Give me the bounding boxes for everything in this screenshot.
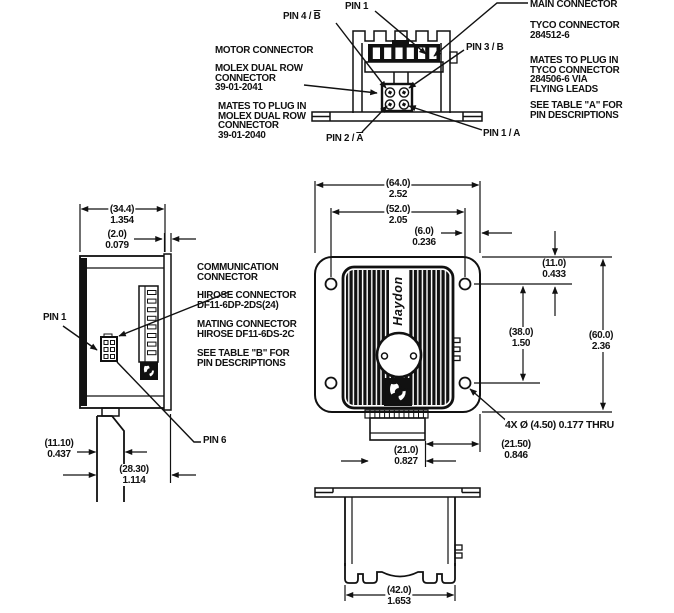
dim-body-width: (34.4)1.354 [108,204,136,226]
comm-connector-part: HIROSE CONNECTOR DF11-6DP-2DS(24) [197,290,297,311]
dim-flange-height: (60.0)2.36 [587,330,615,352]
main-connector-table-note: SEE TABLE "A" FOR PIN DESCRIPTIONS [530,100,623,121]
main-connector-mate: MATES TO PLUG IN TYCO CONNECTOR 284506-6… [530,55,620,96]
dim-connector-width: (21.0)0.827 [392,445,420,467]
dim-shaft-offset: (28.30)1.114 [117,464,151,486]
dim-shaft-diameter: (11.10)0.437 [42,438,76,460]
molex-pins [384,87,410,110]
brand-glyph-side [140,362,158,380]
motor-connector-mate: MATES TO PLUG IN MOLEX DUAL ROW CONNECTO… [218,101,307,142]
dim-hole-edge: (6.0)0.236 [410,226,438,248]
mounting-holes [324,277,472,390]
bottom-connector [369,417,426,441]
bottom-view-drawing [314,487,481,601]
comm-connector-pins [103,340,115,359]
callout-pin4: PIN 4 / B [283,11,321,22]
brand-logo-text: Haydon [391,276,405,326]
side-view-drawing [62,204,230,502]
heatsink-profile [344,563,456,584]
dim-hole-top: (11.0)0.433 [540,258,568,280]
mounting-flange [314,256,481,413]
side-pins [452,337,461,362]
callout-pin3: PIN 3 / B [466,42,504,53]
dim-bottom-body-width: (42.0)1.653 [385,585,413,607]
comm-connector-table-note: SEE TABLE "B" FOR PIN DESCRIPTIONS [197,348,290,369]
callout-pin1-top: PIN 1 [345,1,369,12]
dim-plate-thickness: (2.0)0.079 [103,229,131,251]
motor-connector-part: MOLEX DUAL ROW CONNECTOR 39-01-2041 [215,63,303,94]
top-view-drawing [303,2,528,133]
callout-pin1-side: PIN 1 [43,312,67,323]
side-view-leader-lines [62,291,230,443]
comm-connector-mate: MATING CONNECTOR HIROSE DF11-6DS-2C [197,319,297,340]
top-view-leader-lines [303,2,528,133]
dim-connector-offset: (21.50)0.846 [499,439,533,461]
main-connector-part: TYCO CONNECTOR 284512-6 [530,20,620,41]
output-shaft [96,415,125,502]
motor-connector-title: MOTOR CONNECTOR [215,45,314,56]
dim-hole-span-h: (52.0)2.05 [384,204,412,226]
hole-callout-note: 4X Ø (4.50) 0.177 THRU [505,419,614,431]
callout-pin6-side: PIN 6 [203,435,227,446]
molex-connector [380,82,414,113]
main-connector-title: MAIN CONNECTOR [530,0,618,10]
dim-flange-width: (64.0)2.52 [384,178,412,200]
callout-pin1a: PIN 1 / A [483,128,521,139]
flange-edge-bottom-view [314,487,481,498]
brand-glyph-front [384,378,412,406]
flange-edge-top-view [311,111,483,122]
callout-pin2: PIN 2 / A [326,133,364,144]
connector-contacts [147,290,157,356]
front-view-drawing [314,181,612,467]
dim-hole-span-v: (38.0)1.50 [507,327,535,349]
center-boss [375,331,423,379]
comm-connector-title: COMMUNICATION CONNECTOR [197,262,279,283]
hole-note-leader [469,388,510,424]
shaft-collar [101,407,120,417]
